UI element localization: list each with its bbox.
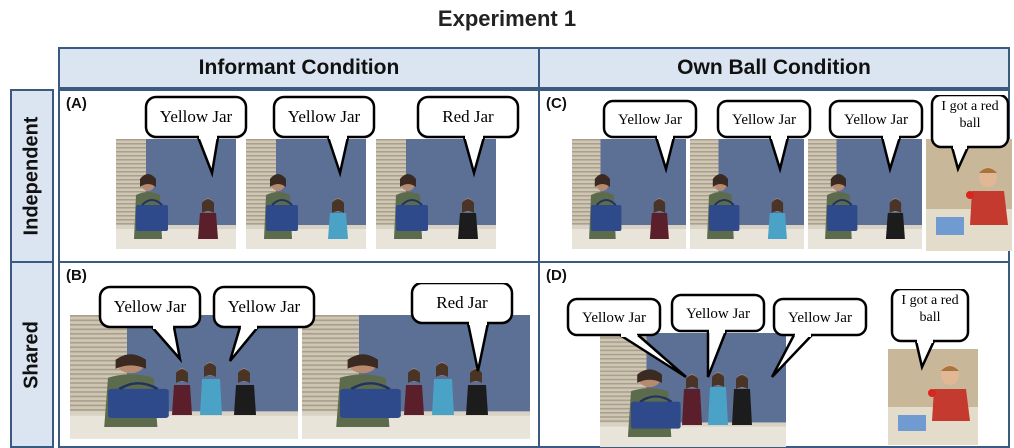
panel-c-bubble-1: Yellow Jar [602,99,698,174]
panel-d-label: (D) [546,267,567,284]
panel-c-bubble-3-text: Yellow Jar [844,112,908,128]
panel-d-bubble-1: Yellow Jar [566,297,687,379]
panel-d-bubble-2: Yellow Jar [670,293,766,378]
panel-c-bubble-2-text: Yellow Jar [732,112,796,128]
panel-d-bubble-4-text: I got a red ball [901,293,959,325]
panel-c: (C) Yellow Jar Yellow Jar [538,89,1012,263]
figure-title: Experiment 1 [437,6,577,31]
panel-c-bubbles: Yellow Jar Yellow Jar Yellow Jar I got a… [602,95,1010,174]
panel-b-bubble-1: Yellow Jar [98,285,202,364]
panel-a-bubble-2: Yellow Jar [272,95,376,178]
row-header-independent: Independent [10,89,54,263]
panel-c-bubble-2: Yellow Jar [716,99,812,174]
panel-a-bubble-3-text: Red Jar [442,107,494,126]
panel-b: (B) Yellow Jar Yellow Jar [58,261,540,448]
panel-a-bubbles: Yellow Jar Yellow Jar Red Jar [144,95,520,178]
panel-b-bubble-1-text: Yellow Jar [114,297,187,316]
panel-c-bubble-3: Yellow Jar [828,99,924,174]
panel-b-bubbles: Yellow Jar Yellow Jar Red Jar [98,283,514,372]
panel-b-bubble-2: Yellow Jar [212,285,316,362]
column-header-own-ball-label: Own Ball Condition [677,56,871,79]
panel-b-bubble-2-text: Yellow Jar [228,297,301,316]
panel-a-bubble-1: Yellow Jar [144,95,248,178]
panel-d: (D) Yellow Jar Yellow Jar [538,261,1010,448]
row-header-shared: Shared [10,261,54,448]
panel-d-bubbles: Yellow Jar Yellow Jar Yellow Jar I got a… [566,289,970,379]
column-header-informant: Informant Condition [58,47,540,89]
panel-d-bubble-3: Yellow Jar [770,297,868,378]
panel-d-bubble-2-text: Yellow Jar [686,306,750,322]
panel-a-bubble-1-text: Yellow Jar [160,107,233,126]
panel-c-label: (C) [546,95,567,112]
panel-a: (A) Yellow Jar Yellow Jar Red Jar [58,89,540,263]
row-header-independent-label: Independent [20,116,43,236]
panel-d-bubble-3-text: Yellow Jar [788,310,852,326]
panel-c-bubble-4: I got a red ball [930,95,1010,173]
panel-d-bubble-4: I got a red ball [890,289,970,371]
panel-a-photos [116,139,496,249]
panel-b-bubble-3-text: Red Jar [436,293,488,312]
panel-a-label: (A) [66,95,87,112]
panel-d-child-photo [888,349,978,445]
column-header-own-ball: Own Ball Condition [538,47,1010,89]
panel-a-bubble-3: Red Jar [416,95,520,178]
row-header-shared-label: Shared [20,320,43,389]
panel-b-photos [70,315,530,439]
panel-d-bubble-1-text: Yellow Jar [582,310,646,326]
panel-b-bubble-3: Red Jar [410,283,514,372]
panel-b-label: (B) [66,267,87,284]
column-header-informant-label: Informant Condition [198,56,400,79]
panel-a-bubble-2-text: Yellow Jar [288,107,361,126]
panel-c-bubble-4-text: I got a red ball [941,99,999,131]
panel-c-photos [572,139,1012,251]
panel-d-photo [600,333,786,447]
panel-c-bubble-1-text: Yellow Jar [618,112,682,128]
